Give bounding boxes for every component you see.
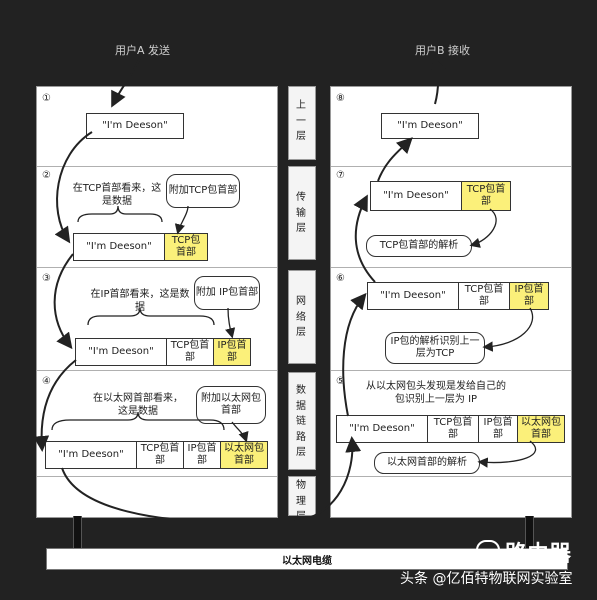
app-layer-cell — [288, 86, 316, 160]
sender-label: 用户A 发送 — [115, 44, 171, 57]
cable-connector-right — [525, 516, 534, 548]
ip-parse-note: IP包的解析识别上一层为TCP — [385, 332, 485, 364]
ip-packet: "I'm Deeson" TCP包首部 IP包首部 — [75, 338, 251, 366]
receiver-label: 用户B 接收 — [415, 44, 471, 57]
step-8: ⑧ — [336, 93, 345, 104]
rx-segment-data: "I'm Deeson" — [383, 190, 449, 201]
eth-header-pointer — [231, 421, 249, 443]
up-arrow-7 — [377, 137, 413, 182]
rx-frame-eth-header: 以太网包首部 — [517, 416, 564, 442]
add-ip-header-note: 附加 IP包首部 — [194, 276, 260, 310]
packet-data: "I'm Deeson" — [88, 346, 154, 357]
datalink-layer-cell — [288, 372, 316, 470]
rx-packet-ip-header: IP包首部 — [509, 283, 548, 309]
rx-segment-tcp-header: TCP包首部 — [461, 182, 510, 210]
eth-parse-note: 以太网首部的解析 — [374, 452, 480, 474]
datalink-layer-label: 数据链路层 — [296, 385, 306, 458]
down-arrow-1 — [54, 131, 93, 244]
ip-header-pointer — [225, 307, 236, 339]
rx-tcp-segment: "I'm Deeson" TCP包首部 — [370, 181, 511, 211]
transport-layer-cell — [288, 166, 316, 260]
ethernet-cable: 以太网电缆 — [46, 548, 568, 570]
packet-tcp-header: TCP包首部 — [166, 339, 213, 365]
rx-ethernet-frame: "I'm Deeson" TCP包首部 IP包首部 以太网包首部 — [336, 415, 565, 443]
transport-layer-label: 传输层 — [296, 192, 306, 234]
brace-ip — [87, 307, 215, 326]
layer-divider — [331, 267, 571, 268]
add-tcp-header-note: 附加TCP包首部 — [166, 174, 240, 208]
watermark-brand: 路由器 — [505, 542, 572, 567]
ip-data-note: 在IP首部看来，这是数据 — [90, 289, 190, 313]
cable-connector-left — [73, 516, 82, 548]
ethernet-cable-label: 以太网电缆 — [282, 555, 332, 567]
app-layer-label: 上一层 — [296, 100, 306, 142]
segment-tcp-header: TCP包首部 — [164, 234, 207, 260]
up-arrow-6 — [353, 194, 376, 283]
rx-ip-packet: "I'm Deeson" TCP包首部 IP包首部 — [367, 282, 549, 310]
rx-packet-tcp-header: TCP包首部 — [458, 283, 509, 309]
segment-data: "I'm Deeson" — [86, 241, 152, 252]
layer-divider — [37, 370, 277, 371]
layer-divider — [331, 476, 571, 477]
layer-divider — [37, 166, 277, 167]
watermark-source: 头条 @亿佰特物联网实验室 — [400, 571, 573, 587]
tcp-header-pointer — [174, 205, 189, 235]
up-arrow-5 — [342, 292, 367, 417]
sender-message-box: "I'm Deeson" — [86, 113, 184, 139]
layer-divider — [331, 370, 571, 371]
sender-arrow — [111, 57, 141, 108]
physical-layer-cell — [288, 476, 316, 516]
packet-ip-header: IP包首部 — [213, 339, 250, 365]
cable-arrow — [61, 436, 362, 524]
ip-parse-pointer — [482, 307, 534, 352]
step-5: ⑤ — [336, 376, 345, 387]
layer-divider — [37, 476, 277, 477]
router-logo-icon — [476, 540, 500, 562]
eth-receive-note: 从以太网包头发现是发给自己的包识别上一层为 IP — [366, 381, 506, 405]
layer-divider — [37, 267, 277, 268]
frame-ip-header: IP包首部 — [183, 442, 220, 468]
step-2: ② — [42, 170, 51, 181]
eth-data-note: 在以太网首部看来，这是数据 — [93, 393, 183, 417]
tcp-parse-pointer — [469, 208, 497, 248]
down-arrow-2 — [53, 253, 74, 350]
step-4: ④ — [42, 376, 51, 387]
frame-data: "I'm Deeson" — [58, 449, 124, 460]
network-layer-cell — [288, 270, 316, 364]
frame-tcp-header: TCP包首部 — [136, 442, 183, 468]
brace-tcp — [77, 205, 163, 223]
physical-layer-label: 物理层 — [296, 480, 306, 522]
receiver-arrow — [430, 56, 447, 105]
step-6: ⑥ — [336, 273, 345, 284]
tcp-segment: "I'm Deeson" TCP包首部 — [73, 233, 208, 261]
add-eth-header-note: 附加以太网包首部 — [196, 386, 266, 424]
tcp-data-note: 在TCP首部看来，这是数据 — [72, 183, 162, 207]
rx-frame-ip-header: IP包首部 — [478, 416, 517, 442]
layer-divider — [331, 166, 571, 167]
rx-packet-data: "I'm Deeson" — [380, 290, 446, 301]
receiver-message-box: "I'm Deeson" — [381, 113, 479, 139]
frame-eth-header: 以太网包首部 — [220, 442, 267, 468]
brace-eth — [51, 411, 225, 431]
step-7: ⑦ — [336, 170, 345, 181]
step-3: ③ — [42, 273, 51, 284]
rx-frame-data: "I'm Deeson" — [349, 423, 415, 434]
down-arrow-3 — [33, 359, 77, 452]
ethernet-frame: "I'm Deeson" TCP包首部 IP包首部 以太网包首部 — [45, 441, 268, 469]
eth-parse-pointer — [477, 440, 537, 468]
network-layer-label: 网络层 — [296, 296, 306, 338]
step-1: ① — [42, 93, 51, 104]
rx-frame-tcp-header: TCP包首部 — [427, 416, 478, 442]
